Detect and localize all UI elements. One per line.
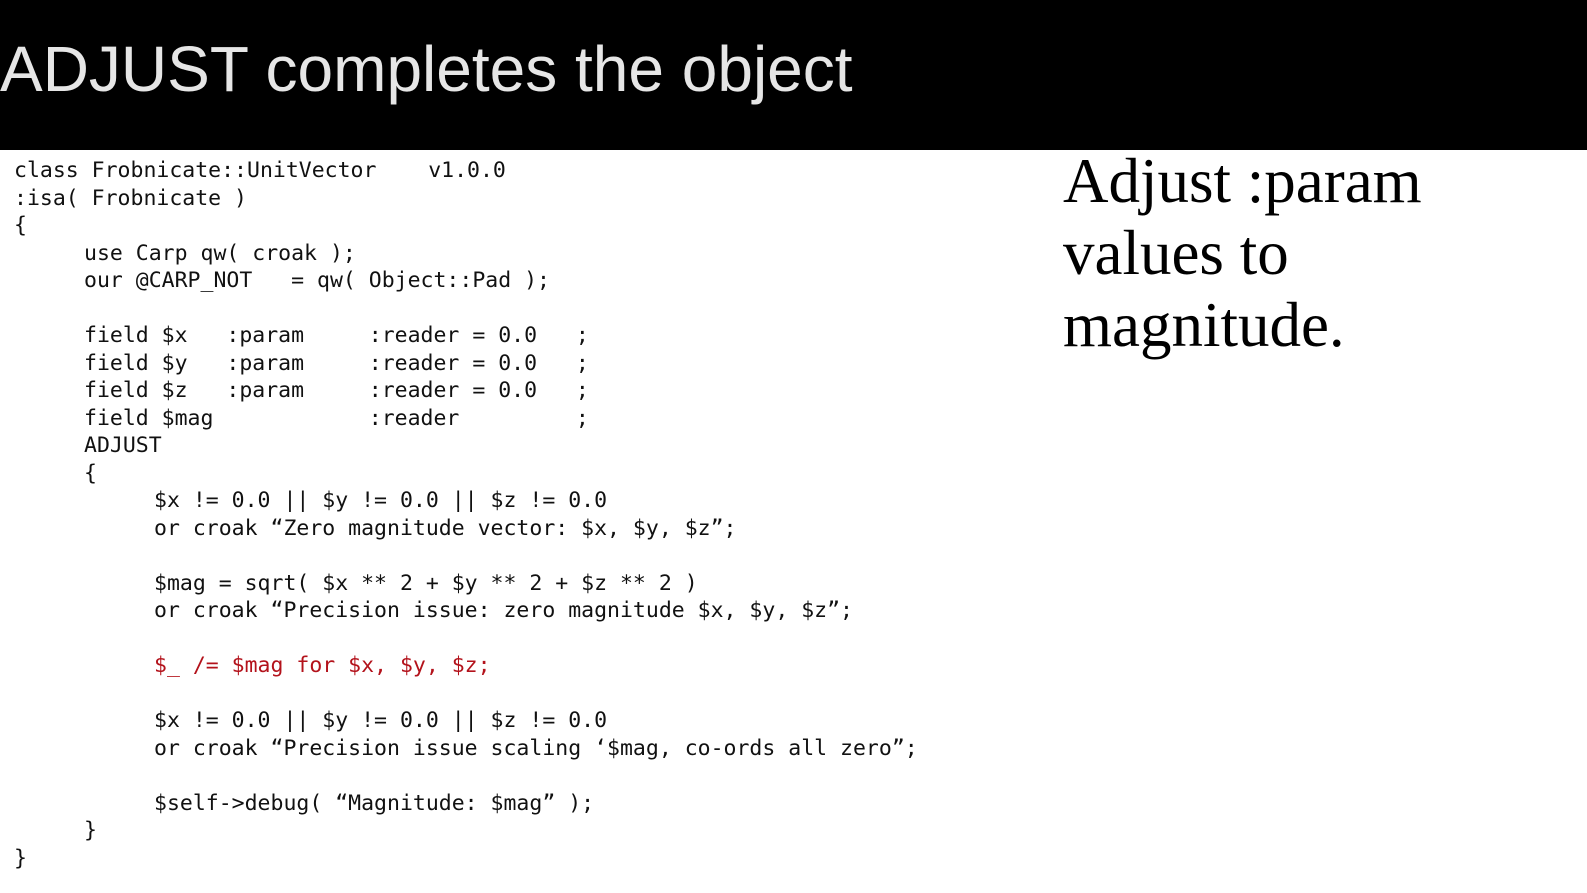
- code-line-highlighted: $_ /= $mag for $x, $y, $z;: [154, 653, 491, 678]
- code-line: or croak “Precision issue: zero magnitud…: [154, 598, 853, 623]
- code-line: use Carp qw( croak );: [84, 240, 356, 266]
- slide-title: ADJUST completes the object: [0, 33, 853, 105]
- code-line: }: [14, 845, 27, 871]
- code-line: [14, 625, 918, 653]
- code-line: field $x :param :reader = 0.0 ;: [84, 323, 589, 348]
- code-line: ADJUST: [84, 433, 162, 458]
- code-line: [14, 542, 918, 570]
- code-line: field $y :param :reader = 0.0 ;: [84, 350, 589, 376]
- title-bar: ADJUST completes the object: [0, 0, 1587, 150]
- side-note: Adjust :param values to magnitude.: [1063, 146, 1422, 360]
- code-line: or croak “Precision issue scaling ‘$mag,…: [154, 735, 918, 761]
- code-line: field $mag :reader ;: [84, 405, 589, 431]
- code-line: [14, 295, 918, 323]
- code-line: {: [84, 460, 97, 486]
- code-line: our @CARP_NOT = qw( Object::Pad );: [84, 268, 550, 293]
- code-line: [14, 762, 918, 790]
- code-line: $mag = sqrt( $x ** 2 + $y ** 2 + $z ** 2…: [154, 570, 698, 596]
- code-block: class Frobnicate::UnitVector v1.0.0:isa(…: [14, 157, 918, 872]
- code-line: {: [14, 213, 27, 238]
- code-line: field $z :param :reader = 0.0 ;: [84, 378, 589, 403]
- code-line: or croak “Zero magnitude vector: $x, $y,…: [154, 515, 737, 541]
- code-line: :isa( Frobnicate ): [14, 185, 247, 211]
- code-line: $x != 0.0 || $y != 0.0 || $z != 0.0: [154, 488, 608, 513]
- code-line: $self->debug( “Magnitude: $mag” );: [154, 790, 595, 816]
- code-line: }: [84, 818, 97, 843]
- code-line: class Frobnicate::UnitVector v1.0.0: [14, 158, 506, 183]
- code-line: [14, 680, 918, 708]
- code-line: $x != 0.0 || $y != 0.0 || $z != 0.0: [154, 708, 608, 733]
